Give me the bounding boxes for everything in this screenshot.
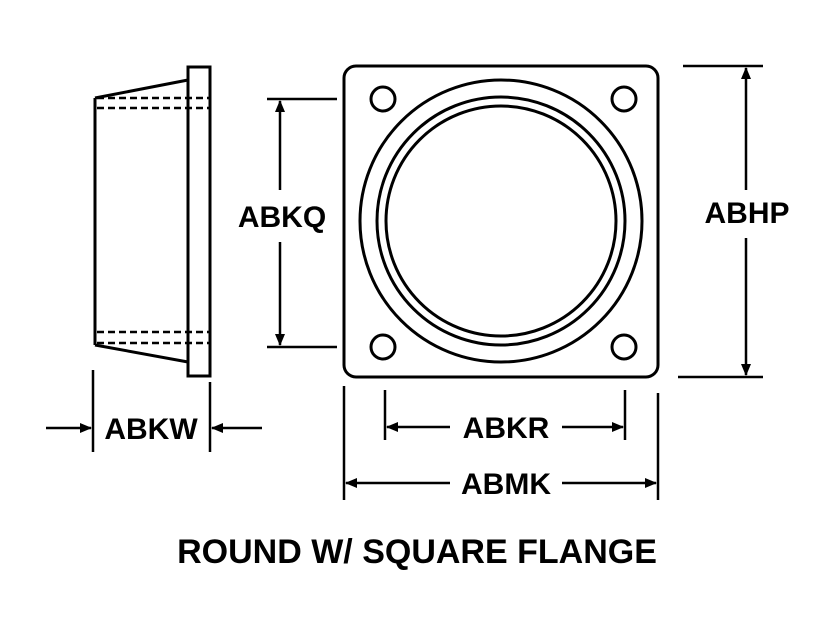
diagram-caption: ROUND W/ SQUARE FLANGE [177, 533, 657, 571]
abkr-label: ABKR [463, 412, 550, 445]
abmk-label: ABMK [461, 468, 551, 501]
abhp-label: ABHP [704, 197, 789, 230]
side-body-bottom-taper [94, 343, 189, 364]
bolt-hole-bottom-left [369, 333, 397, 361]
side-hidden-lines [97, 96, 210, 345]
side-view [93, 65, 212, 378]
abkw-label: ABKW [104, 413, 198, 446]
square-flange [342, 64, 660, 379]
inner-ring [384, 104, 618, 338]
bolt-hole-bottom-right [610, 333, 638, 361]
middle-ring [375, 95, 627, 347]
front-view [342, 64, 660, 379]
dimension-abkw [46, 370, 262, 452]
bolt-hole-top-left [369, 85, 397, 113]
side-flange-plate [186, 65, 212, 378]
abkq-label: ABKQ [238, 201, 326, 234]
dimension-abkq [267, 97, 337, 349]
dimension-abmk [342, 386, 660, 500]
outer-ring [358, 78, 644, 364]
side-body-top-taper [94, 78, 189, 100]
bolt-hole-top-right [610, 85, 638, 113]
dimension-abkr [383, 390, 627, 440]
dimension-abhp [678, 64, 763, 379]
